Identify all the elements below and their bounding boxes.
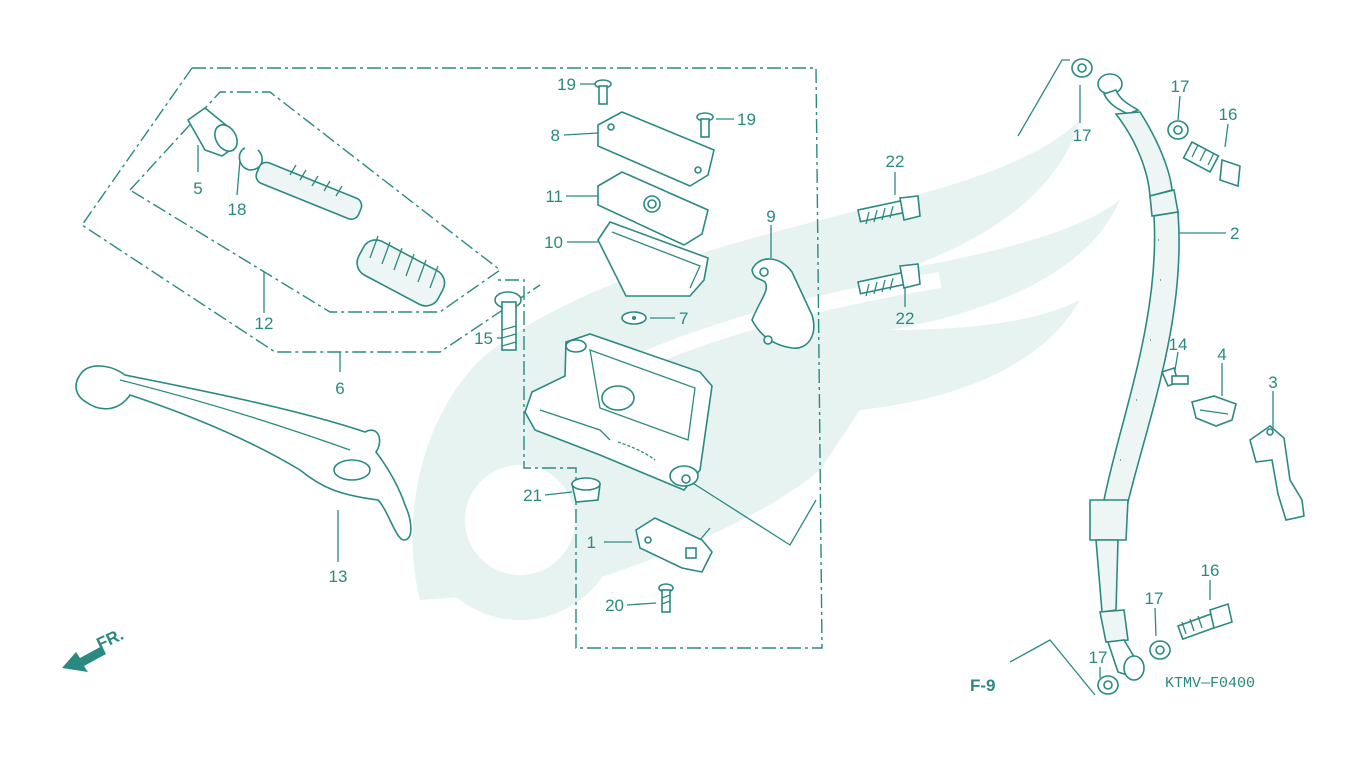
- brake-lever-part: [75, 365, 412, 541]
- diaphragm-plate-part: [597, 171, 709, 246]
- callout-3: 3: [1268, 373, 1277, 392]
- switch-screw-part: [658, 583, 674, 613]
- callout-1: 1: [587, 533, 596, 552]
- callout-11: 11: [545, 187, 563, 206]
- holder-bolt-bottom: [857, 263, 921, 297]
- callout-20: 20: [605, 596, 624, 615]
- callout-2: 2: [1230, 224, 1239, 243]
- callout-16-bottom: 16: [1201, 561, 1220, 580]
- holder-bolt-top: [857, 195, 921, 225]
- washer-bottom-left: [1097, 675, 1119, 695]
- diaphragm-part: [597, 221, 709, 297]
- callout-15: 15: [474, 329, 493, 348]
- pivot-bolt-part: [494, 291, 522, 351]
- watermark-logo: [412, 120, 1120, 620]
- reservoir-cap-part: [597, 111, 715, 187]
- callout-8: 8: [551, 126, 560, 145]
- assembly-boundaries: [81, 67, 823, 649]
- clamp-bolt-part: [1160, 366, 1189, 388]
- callout-5: 5: [193, 179, 202, 198]
- callout-17-bottom-right: 17: [1145, 589, 1164, 608]
- callout-10: 10: [544, 233, 563, 252]
- callout-13: 13: [329, 567, 348, 586]
- callout-9: 9: [766, 207, 775, 226]
- callout-17-bottom-left: 17: [1089, 648, 1108, 667]
- master-cylinder-body: [524, 333, 713, 491]
- callout-21: 21: [523, 486, 542, 505]
- rubber-cap-part: [571, 477, 601, 503]
- circlip-part: [238, 147, 263, 171]
- callout-4: 4: [1217, 345, 1226, 364]
- front-direction-arrow: FR.: [62, 625, 127, 672]
- callout-22-top: 22: [886, 152, 905, 171]
- hose-clamp-part: [1191, 395, 1237, 427]
- callout-14: 14: [1169, 335, 1188, 354]
- washer-top-right: [1167, 120, 1189, 140]
- callout-17-top-left: 17: [1073, 126, 1092, 145]
- callout-7: 7: [679, 309, 688, 328]
- holder-part: [751, 258, 815, 349]
- callout-12: 12: [255, 314, 274, 333]
- callout-19-right: 19: [737, 110, 756, 129]
- washer-bottom-right: [1149, 640, 1171, 660]
- brake-switch-part: [635, 517, 713, 573]
- callout-labels: 1 2 3 4 5 6 7 8 9 10 11 12 13 14 15 16 1…: [193, 75, 1277, 667]
- callout-16-top: 16: [1219, 105, 1238, 124]
- callout-18: 18: [228, 200, 247, 219]
- brake-hose-part: [1089, 73, 1180, 681]
- washer-top-left: [1071, 58, 1093, 78]
- leader-lines: [197, 59, 1274, 696]
- reference-label[interactable]: F-9: [970, 676, 996, 695]
- piston-assembly: [255, 161, 446, 307]
- callout-17-top-right: 17: [1171, 77, 1190, 96]
- callout-19-top: 19: [557, 75, 576, 94]
- hose-guide-part: [1249, 424, 1305, 521]
- callout-6: 6: [335, 379, 344, 398]
- oil-bolt-bottom: [1176, 602, 1233, 641]
- float-part: [621, 311, 647, 325]
- boot-part: [186, 106, 238, 157]
- oil-bolt-top: [1182, 140, 1241, 188]
- callout-22-bottom: 22: [896, 309, 915, 328]
- diagram-code: KTMV—F0400: [1165, 675, 1255, 692]
- screw-part-right: [696, 112, 714, 138]
- screw-part-top: [594, 79, 612, 105]
